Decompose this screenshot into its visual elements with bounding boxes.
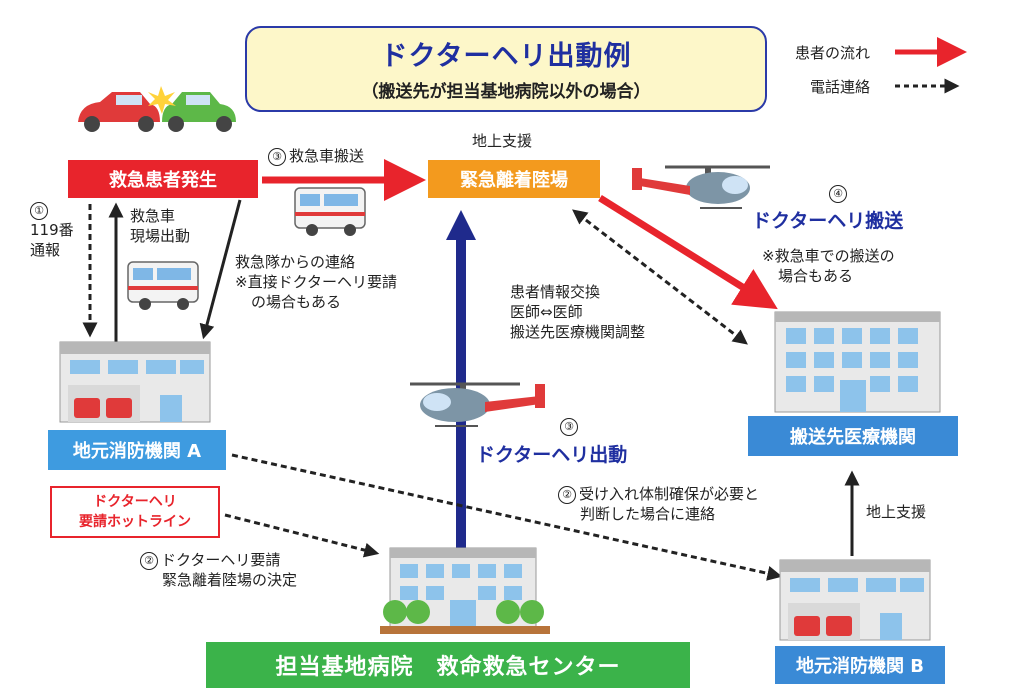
ground-support-top-label: 地上支援 (472, 132, 533, 150)
step-marker: ③ (268, 147, 286, 166)
page-subtitle: （搬送先が担当基地病院以外の場合） (361, 82, 651, 102)
heli-transport-note: ※救急車での搬送の 場合もある (762, 247, 895, 285)
heli-dispatch-step: ③ (560, 416, 581, 436)
call-119-label: ① 119番 通報 (30, 201, 74, 259)
heli-transport-step: ④ (829, 183, 850, 203)
ground-support-right-label: 地上支援 (866, 503, 927, 521)
title-box: ドクターヘリ出動例 （搬送先が担当基地病院以外の場合） (245, 26, 767, 112)
step-marker: ④ (829, 184, 847, 203)
destination-hospital-node: 搬送先医療機関 (748, 416, 958, 456)
ambulance-dispatch-label: 救急車 現場出動 (130, 207, 191, 245)
helicopter-icon (632, 165, 770, 209)
base-hospital-node: 担当基地病院 救命救急センター (206, 642, 690, 688)
fire-dept-a-node: 地元消防機関 A (48, 430, 226, 470)
fire-station-icon (59, 341, 211, 423)
accept-contact-arrow (231, 453, 783, 581)
rescue-contact-arrow (199, 199, 242, 340)
hotline-line-2: 要請ホットライン (79, 514, 191, 530)
landing-site-node: 緊急離着陸場 (428, 160, 600, 198)
step-marker: ② (140, 551, 158, 570)
base-hospital-building-icon (380, 547, 550, 634)
legend-phone-contact: 電話連絡 (810, 78, 871, 96)
legend-patient-flow: 患者の流れ (795, 44, 871, 62)
fire-dept-b-node: 地元消防機関 B (775, 646, 945, 684)
heli-hotline-box: ドクターヘリ 要請ホットライン (50, 486, 220, 538)
rescue-contact-label: 救急隊からの連絡 ※直接ドクターヘリ要請 の場合もある (235, 253, 397, 311)
heli-transport-label: ドクターヘリ搬送 (752, 210, 904, 232)
heli-dispatch-label: ドクターヘリ出動 (476, 444, 628, 466)
step-marker: ① (30, 201, 48, 220)
car-crash-icon (78, 86, 236, 132)
hotline-line-1: ドクターヘリ (93, 494, 177, 510)
ambulance-icon (294, 187, 366, 236)
emergency-patient-node: 救急患者発生 (68, 160, 258, 198)
step-marker: ② (558, 485, 576, 504)
page-title: ドクターヘリ出動例 (380, 41, 632, 72)
heli-request-arrow (224, 513, 380, 558)
info-exchange-label: 患者情報交換 医師⇔医師 搬送先医療機関調整 (510, 283, 646, 341)
hospital-building-icon (774, 311, 941, 413)
ambulance-icon (127, 261, 199, 310)
info-exchange-arrow (572, 209, 748, 345)
fire-station-icon (779, 559, 931, 641)
step-marker: ③ (560, 417, 578, 436)
helicopter-icon (410, 382, 545, 427)
